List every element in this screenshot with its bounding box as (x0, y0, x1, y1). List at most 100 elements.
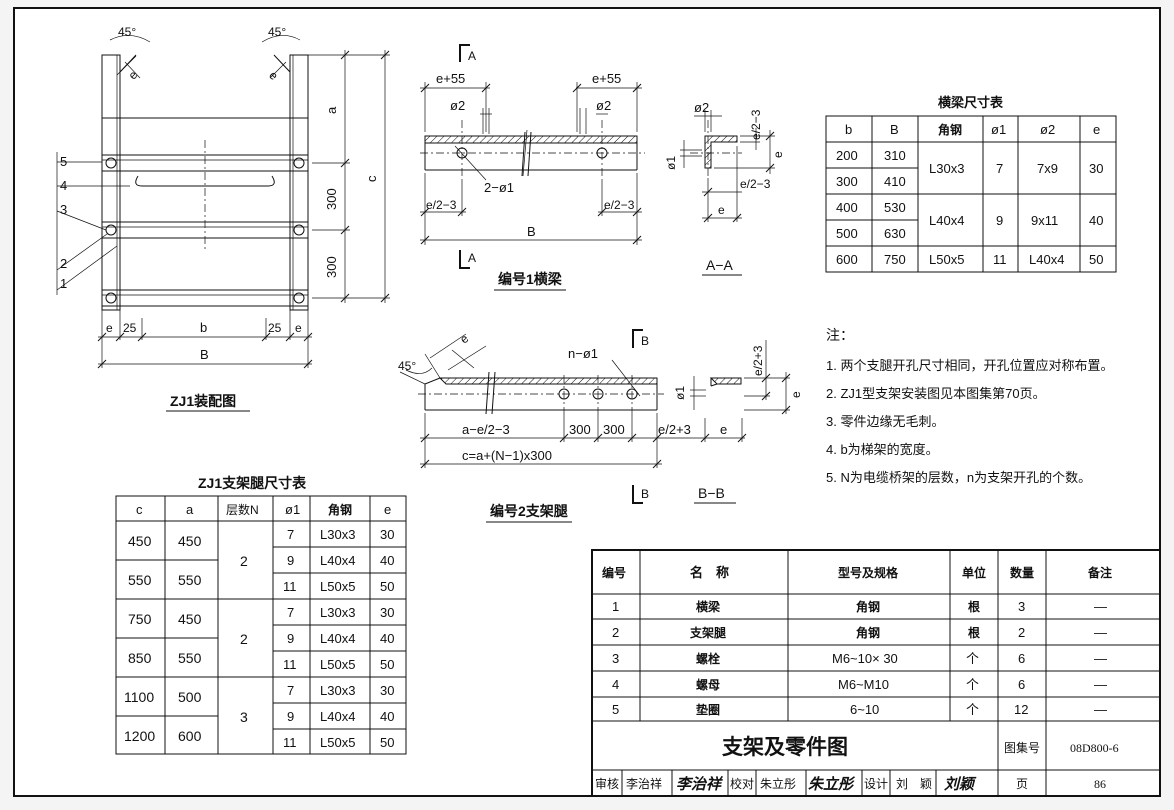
parts-th-name: 名 称 (690, 565, 729, 580)
leg-cell-n: 3 (240, 709, 248, 725)
bb-dim-e2p3: e/2+3 (751, 345, 765, 376)
aa-dim-phi1: ø1 (664, 156, 678, 170)
parts-cell-unit: 根 (968, 599, 980, 614)
dim-b: b (200, 320, 207, 335)
parts-cell-qty: 6 (1018, 651, 1025, 666)
beam-cell-phi2: 9x11 (1031, 213, 1058, 228)
beam-cell-b: 200 (836, 148, 858, 163)
leg-cell-a: 600 (178, 728, 202, 744)
leg-cell-phi1: 7 (287, 605, 294, 620)
leg-cell-c: 750 (128, 611, 152, 627)
leg-dim-300-b: 300 (603, 422, 625, 437)
beam-cell-b: 400 (836, 200, 858, 215)
parts-cell-unit: 个 (966, 702, 979, 717)
parts-cell-name: 横梁 (696, 599, 720, 614)
dim-c: c (364, 175, 379, 182)
leg-cell-angle: L40x4 (320, 709, 355, 724)
leg-cell-angle: L40x4 (320, 631, 355, 646)
beam-cell-B: 410 (884, 174, 906, 189)
leg-sub-rows: 7 L30x3 30 9 L40x4 40 11 L50x5 50 7 L30x… (283, 527, 394, 750)
parts-cell-unit: 根 (968, 625, 980, 640)
beam-cell-b: 300 (836, 174, 858, 189)
leg-table-title: ZJ1支架腿尺寸表 (198, 475, 307, 491)
parts-th-spec: 型号及规格 (838, 565, 899, 580)
part-label-1: 1 (60, 276, 67, 291)
bb-dim-e: e (789, 391, 803, 398)
leg-title: 编号2支架腿 (490, 503, 568, 519)
aa-dim-e-horz: e (718, 203, 725, 217)
beam-cell-B: 630 (884, 226, 906, 241)
beam-cell-b: 600 (836, 252, 858, 267)
beam-size-table: 横梁尺寸表 b B 角钢 ø1 ø2 e 200 310 300 410 400… (825, 95, 1117, 273)
leg-size-table: ZJ1支架腿尺寸表 c a 层数N ø1 角钢 e 450 450 (115, 475, 407, 755)
leg-cell-angle: L30x3 (320, 605, 355, 620)
leg-cell-a: 500 (178, 689, 202, 705)
beam-cell-angle: L50x5 (929, 252, 964, 267)
page-label: 页 (1016, 777, 1028, 791)
dim-a: a (324, 106, 339, 114)
checker-name: 朱立彤 (760, 776, 796, 791)
beam-cell-phi1: 11 (993, 252, 1007, 267)
drawing-title: 支架及零件图 (722, 736, 848, 759)
leg-cell-e: 30 (380, 605, 394, 620)
parts-cell-no: 4 (612, 677, 619, 692)
dim-phi2-right: ø2 (596, 98, 611, 113)
leg-cell-phi1: 7 (287, 683, 294, 698)
parts-cell-no: 5 (612, 702, 619, 717)
crossbeam-title: 编号1横梁 (498, 271, 563, 287)
aa-dim-phi2: ø2 (694, 100, 709, 115)
parts-cell-remark: — (1094, 625, 1107, 640)
leg-cell-phi1: 9 (287, 553, 294, 568)
section-mark-b-bottom: B (641, 487, 649, 501)
leg-cell-angle: L30x3 (320, 527, 355, 542)
note-item: 4. b为梯架的宽度。 (826, 442, 939, 457)
leg-cell-n: 2 (240, 631, 248, 647)
parts-row-4: 4 螺母 M6~M10 个 6 — (612, 677, 1107, 692)
beam-table-title: 横梁尺寸表 (938, 95, 1004, 110)
leg-th-n: 层数N (226, 502, 259, 517)
leg-cell-e: 40 (380, 553, 394, 568)
leg-cell-a: 450 (178, 533, 202, 549)
dim-25-left: 25 (123, 321, 137, 335)
leg-cell-phi1: 9 (287, 709, 294, 724)
parts-cell-qty: 2 (1018, 625, 1025, 640)
leg-dim-e2p3: e/2+3 (658, 422, 691, 437)
reviewer-name: 李治祥 (626, 776, 662, 791)
beam-th-b: b (845, 122, 852, 137)
part-label-4: 4 (60, 178, 67, 193)
parts-cell-unit: 个 (966, 677, 979, 692)
leg-drawing: B B 45° e n−ø1 (398, 329, 747, 523)
leg-cell-e: 30 (380, 527, 394, 542)
leg-cell-e: 30 (380, 683, 394, 698)
notes: 注： 1. 两个支腿开孔尺寸相同，开孔位置应对称布置。 2. ZJ1型支架安装图… (826, 327, 1113, 485)
leg-cell-c: 1100 (124, 689, 154, 705)
beam-cell-e: 30 (1089, 161, 1103, 176)
notes-title: 注： (826, 327, 854, 343)
dim-25-right: 25 (268, 321, 282, 335)
parts-cell-qty: 12 (1014, 702, 1028, 717)
leg-th-angle: 角钢 (328, 502, 352, 517)
dim-holes-2phi1: 2−ø1 (484, 180, 514, 195)
leg-cell-e: 40 (380, 631, 394, 646)
leg-cell-a: 550 (178, 650, 202, 666)
parts-cell-qty: 6 (1018, 677, 1025, 692)
leg-th-c: c (136, 502, 143, 517)
leg-cell-e: 50 (380, 735, 394, 750)
atlas-number: 08D800-6 (1070, 741, 1119, 755)
section-mark-a-top: A (468, 49, 476, 63)
leg-dim-e-right: e (720, 422, 727, 437)
parts-list-table: 编号 名 称 型号及规格 单位 数量 备注 1 横梁 角钢 根 3 — 2 支架… (591, 549, 1161, 797)
check-label: 校对 (730, 776, 754, 791)
leg-th-phi1: ø1 (285, 502, 300, 517)
beam-cell-B: 310 (884, 148, 906, 163)
leg-cell-n: 2 (240, 553, 248, 569)
dim-B-assembly: B (200, 347, 209, 362)
assembly-title: ZJ1装配图 (170, 393, 236, 409)
part-label-2: 2 (60, 256, 67, 271)
section-aa-drawing: ø2 ø1 e/2−3 e e/2−3 e A−A (664, 100, 785, 276)
designer-signature: 刘颖 (944, 775, 977, 793)
leg-cell-c: 450 (128, 533, 152, 549)
dim-e55-right: e+55 (592, 71, 621, 86)
leg-cell-phi1: 11 (283, 657, 297, 672)
leg-cell-e: 40 (380, 709, 394, 724)
